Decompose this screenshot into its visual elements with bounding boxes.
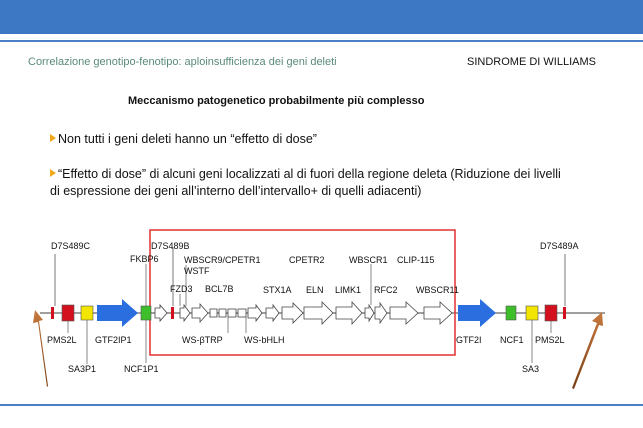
label-wbscr1: WBSCR1	[349, 255, 388, 265]
gtf2i-arrow	[458, 299, 496, 327]
marker-block	[563, 307, 566, 319]
label-limk1: LIMK1	[335, 285, 361, 295]
label-wbscr9: WBSCR9/CPETR1	[184, 255, 261, 265]
label-d7s489b: D7S489B	[151, 241, 190, 251]
label-bcl7b: BCL7B	[205, 284, 234, 294]
label-gtf2i: GTF2I	[456, 335, 482, 345]
label-eln: ELN	[306, 285, 324, 295]
bullet-arrow-icon	[50, 169, 56, 177]
bullet-item: Non tutti i geni deleti hanno un “effett…	[50, 131, 317, 148]
pms2l-block	[61, 304, 75, 322]
marker-block	[51, 307, 54, 319]
label-fzd3: FZD3	[170, 284, 193, 294]
section-heading: Meccanismo patogenetico probabilmente pi…	[128, 95, 425, 107]
label-ncf1p1: NCF1P1	[124, 364, 159, 374]
marker-block	[171, 307, 174, 319]
label-cpetr2: CPETR2	[289, 255, 325, 265]
slide-subtitle: Correlazione genotipo-fenotipo: aploinsu…	[28, 56, 337, 68]
label-gtf2ip1: GTF2IP1	[95, 335, 132, 345]
label-wsbtrp: WS-βTRP	[182, 335, 223, 345]
header-bar	[0, 0, 643, 34]
left-brown-arrow	[33, 310, 48, 387]
header-divider	[0, 40, 643, 42]
label-d7s489a: D7S489A	[540, 241, 579, 251]
label-clip115: CLIP-115	[397, 255, 434, 265]
label-wbscr11: WBSCR11	[416, 285, 459, 295]
label-wsbhlh: WS-bHLH	[244, 335, 285, 345]
label-wstf: WSTF	[184, 266, 210, 276]
gtf2ip1-arrow	[97, 299, 138, 327]
sa3-block	[525, 305, 539, 321]
right-brown-arrow	[572, 312, 603, 389]
bullet-item: “Effetto di dose” di alcuni geni localiz…	[50, 166, 570, 200]
label-ncf1: NCF1	[500, 335, 524, 345]
label-stx1a: STX1A	[263, 285, 292, 295]
bullet-text: “Effetto di dose” di alcuni geni localiz…	[50, 167, 561, 198]
label-pms2l-right: PMS2L	[535, 335, 565, 345]
label-sa3p1: SA3P1	[68, 364, 96, 374]
label-pms2l-left: PMS2L	[47, 335, 77, 345]
sa3p1-block	[80, 305, 94, 321]
label-rfc2: RFC2	[374, 285, 398, 295]
label-sa3: SA3	[522, 364, 539, 374]
ncf1p1-block	[140, 305, 152, 321]
label-d7s489c: D7S489C	[51, 241, 91, 251]
syndrome-title: SINDROME DI WILLIAMS	[467, 56, 596, 68]
bullet-text: Non tutti i geni deleti hanno un “effett…	[58, 132, 317, 146]
label-fkbp6: FKBP6	[130, 254, 159, 264]
bullet-arrow-icon	[50, 134, 56, 142]
pms2l-block-right	[544, 304, 558, 322]
footer-divider	[0, 404, 643, 406]
deletion-region-box	[149, 229, 456, 356]
ncf1-block	[505, 305, 517, 321]
